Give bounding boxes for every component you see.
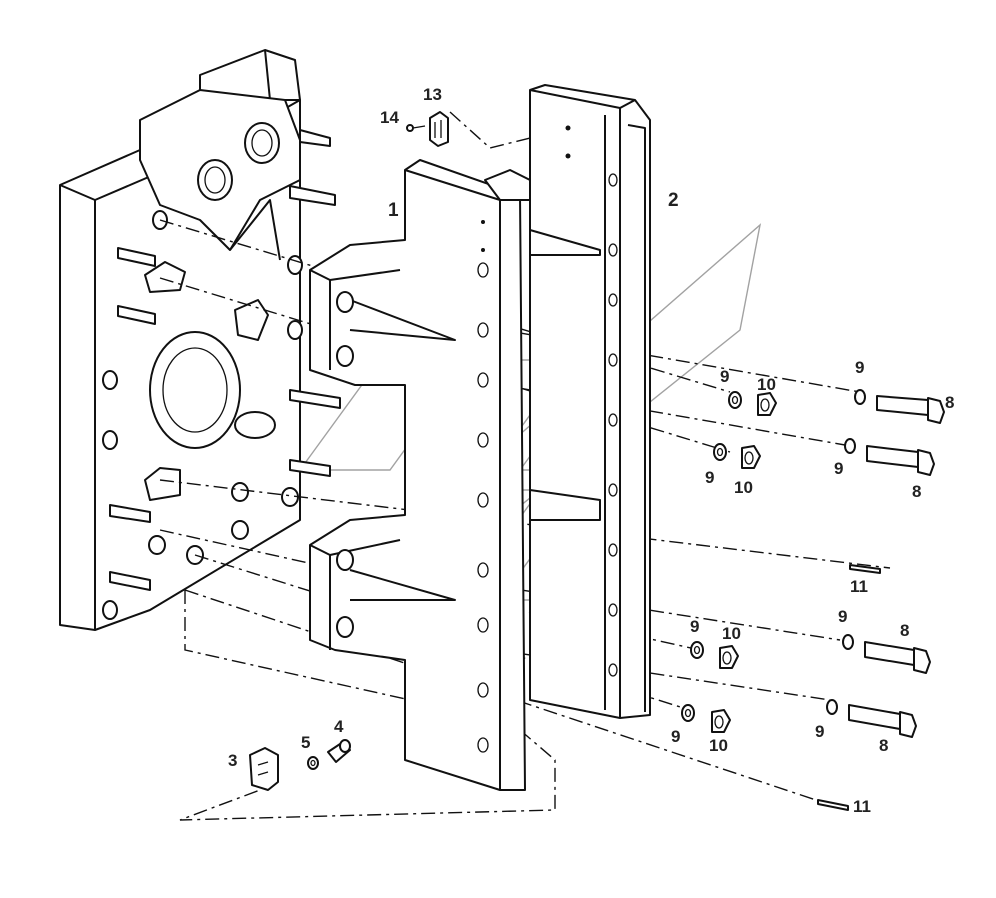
bracket-3 bbox=[249, 747, 279, 791]
label-5: 5 bbox=[301, 733, 310, 752]
fastener-set-d bbox=[690, 634, 931, 674]
label-8-e: 8 bbox=[879, 736, 888, 755]
label-2: 2 bbox=[668, 190, 679, 211]
label-10-b: 10 bbox=[734, 478, 753, 497]
label-9-d2: 9 bbox=[838, 607, 847, 626]
label-8-a: 8 bbox=[945, 393, 954, 412]
fitting-4 bbox=[327, 739, 351, 763]
label-10-e: 10 bbox=[709, 736, 728, 755]
label-9-d1: 9 bbox=[690, 617, 699, 636]
label-9-b2: 9 bbox=[834, 459, 843, 478]
fastener-set-a bbox=[728, 389, 945, 424]
label-11-a: 11 bbox=[850, 577, 868, 596]
clip-13 bbox=[429, 111, 449, 147]
fastener-set-e bbox=[681, 699, 917, 738]
plate-studs bbox=[109, 129, 341, 591]
label-11-b: 11 bbox=[853, 797, 871, 816]
carriage-frame bbox=[309, 159, 531, 791]
washer-5 bbox=[307, 756, 319, 770]
label-9-a2: 9 bbox=[855, 358, 864, 377]
screw-14 bbox=[406, 124, 426, 132]
guide-rail bbox=[529, 84, 651, 719]
callout-labels: 1 2 13 14 9 10 9 8 9 10 9 8 11 9 10 9 8 … bbox=[228, 85, 954, 816]
label-9-b1: 9 bbox=[705, 468, 714, 487]
label-10-a: 10 bbox=[757, 375, 776, 394]
label-8-d: 8 bbox=[900, 621, 909, 640]
label-10-d: 10 bbox=[722, 624, 741, 643]
label-3: 3 bbox=[228, 751, 237, 770]
label-9-a1: 9 bbox=[720, 367, 729, 386]
label-1: 1 bbox=[388, 200, 399, 221]
mounting-plate bbox=[59, 49, 303, 631]
pin-11-upper bbox=[849, 564, 881, 574]
label-9-e2: 9 bbox=[815, 722, 824, 741]
label-8-b: 8 bbox=[912, 482, 921, 501]
label-14: 14 bbox=[380, 108, 399, 127]
label-9-e1: 9 bbox=[671, 727, 680, 746]
pin-11-lower bbox=[817, 799, 849, 811]
fastener-set-b bbox=[713, 438, 935, 476]
label-4: 4 bbox=[334, 717, 344, 736]
label-13: 13 bbox=[423, 85, 442, 104]
